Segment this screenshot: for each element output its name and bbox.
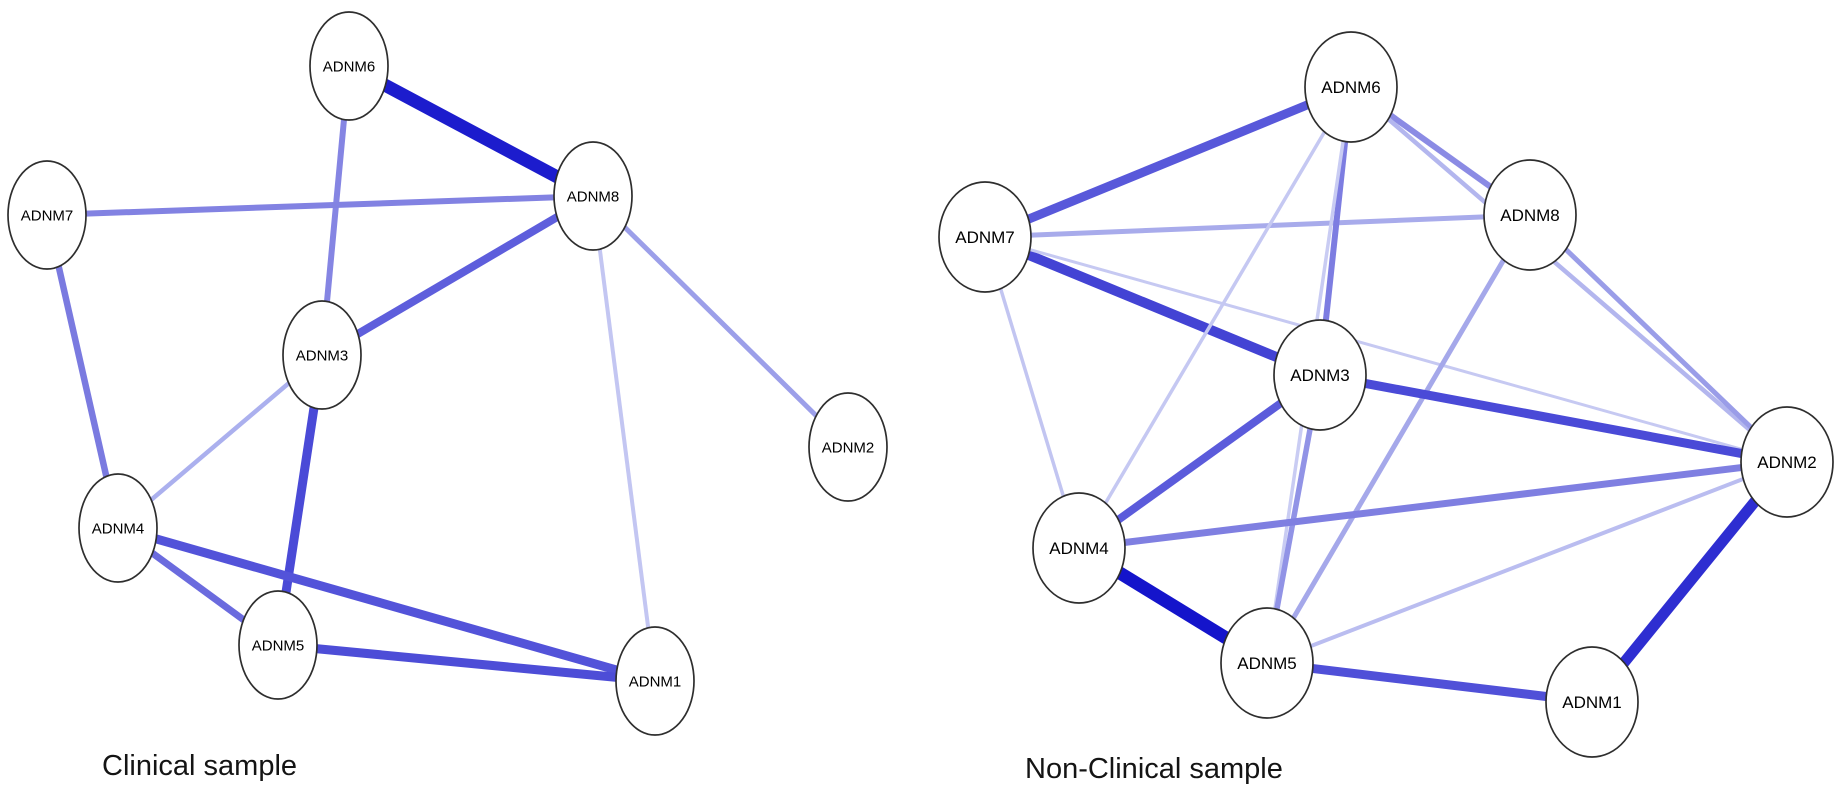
- node-clinical-ADNM8: ADNM8: [553, 141, 633, 251]
- node-circle-ADNM3: [1273, 319, 1367, 431]
- caption-clinical-sample: Clinical sample: [102, 750, 298, 782]
- edge-clinical-ADNM7-ADNM8: [46, 193, 594, 218]
- node-nonclinical-ADNM8: ADNM8: [1483, 159, 1577, 271]
- node-circle-ADNM8: [553, 141, 633, 251]
- node-clinical-ADNM6: ADNM6: [309, 11, 389, 121]
- node-circle-ADNM4: [78, 473, 158, 583]
- node-nonclinical-ADNM3: ADNM3: [1273, 319, 1367, 431]
- node-nonclinical-ADNM4: ADNM4: [1032, 492, 1126, 604]
- node-circle-ADNM6: [1304, 31, 1398, 143]
- node-circle-ADNM1: [1545, 646, 1639, 758]
- edge-nonclinical-ADNM3-ADNM2: [1319, 370, 1788, 467]
- node-nonclinical-ADNM1: ADNM1: [1545, 646, 1639, 758]
- edge-nonclinical-ADNM8-ADNM5: [1264, 213, 1533, 665]
- node-clinical-ADNM2: ADNM2: [808, 392, 888, 502]
- edge-nonclinical-ADNM7-ADNM6: [983, 82, 1353, 242]
- node-clinical-ADNM1: ADNM1: [615, 626, 695, 736]
- node-circle-ADNM7: [938, 181, 1032, 293]
- edge-nonclinical-ADNM5-ADNM1: [1266, 658, 1593, 707]
- node-circle-ADNM5: [1220, 607, 1314, 719]
- node-nonclinical-ADNM7: ADNM7: [938, 181, 1032, 293]
- node-clinical-ADNM7: ADNM7: [7, 160, 87, 270]
- edge-nonclinical-ADNM5-ADNM2: [1266, 460, 1788, 665]
- edge-clinical-ADNM3-ADNM8: [319, 192, 596, 359]
- edge-nonclinical-ADNM4-ADNM2: [1078, 458, 1788, 552]
- node-circle-ADNM1: [615, 626, 695, 736]
- node-nonclinical-ADNM6: ADNM6: [1304, 31, 1398, 143]
- edge-nonclinical-ADNM7-ADNM8: [984, 212, 1531, 240]
- edge-clinical-ADNM8-ADNM2: [591, 194, 850, 449]
- node-circle-ADNM2: [1740, 406, 1834, 518]
- edge-clinical-ADNM6-ADNM8: [345, 60, 597, 202]
- caption-non-clinical-sample: Non-Clinical sample: [1025, 753, 1283, 785]
- edge-clinical-ADNM8-ADNM1: [591, 195, 657, 682]
- node-nonclinical-ADNM2: ADNM2: [1740, 406, 1834, 518]
- edge-nonclinical-ADNM6-ADNM2: [1349, 85, 1789, 464]
- node-circle-ADNM7: [7, 160, 87, 270]
- node-clinical-ADNM3: ADNM3: [282, 300, 362, 410]
- edge-clinical-ADNM4-ADNM1: [116, 523, 657, 686]
- edge-nonclinical-ADNM6-ADNM4: [1077, 86, 1353, 549]
- node-circle-ADNM3: [282, 300, 362, 410]
- node-circle-ADNM8: [1483, 159, 1577, 271]
- node-circle-ADNM2: [808, 392, 888, 502]
- edge-clinical-ADNM5-ADNM1: [277, 640, 656, 686]
- edge-nonclinical-ADNM8-ADNM2: [1528, 213, 1789, 464]
- node-circle-ADNM6: [309, 11, 389, 121]
- edge-nonclinical-ADNM7-ADNM3: [983, 232, 1322, 380]
- edge-nonclinical-ADNM7-ADNM2: [984, 235, 1788, 464]
- node-circle-ADNM5: [238, 590, 318, 700]
- node-circle-ADNM4: [1032, 492, 1126, 604]
- node-clinical-ADNM5: ADNM5: [238, 590, 318, 700]
- node-nonclinical-ADNM5: ADNM5: [1220, 607, 1314, 719]
- node-clinical-ADNM4: ADNM4: [78, 473, 158, 583]
